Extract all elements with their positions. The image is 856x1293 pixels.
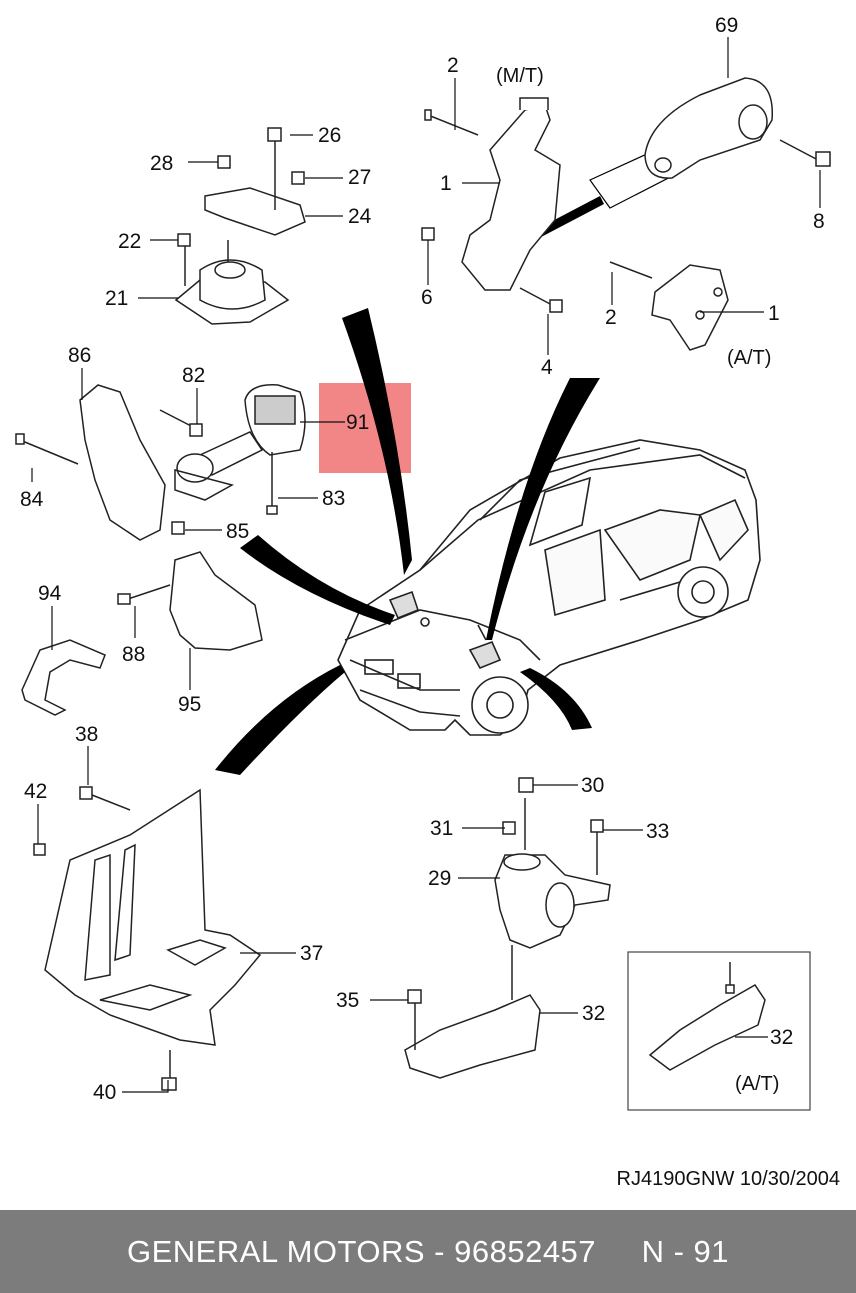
footer-bar bbox=[0, 1210, 856, 1293]
callout-69[interactable]: 69 bbox=[715, 14, 738, 37]
callout-88[interactable]: 88 bbox=[122, 643, 145, 666]
callout-85[interactable]: 85 bbox=[226, 520, 249, 543]
callout-8[interactable]: 8 bbox=[813, 210, 825, 233]
callout-82[interactable]: 82 bbox=[182, 364, 205, 387]
callout-2-at[interactable]: 2 bbox=[605, 306, 617, 329]
callout-1-mt[interactable]: 1 bbox=[440, 172, 452, 195]
label-at-top: (A/T) bbox=[727, 347, 771, 369]
document-code: RJ4190GNW 10/30/2004 bbox=[616, 1168, 840, 1190]
callout-1-at[interactable]: 1 bbox=[768, 302, 780, 325]
callout-28[interactable]: 28 bbox=[150, 152, 173, 175]
callout-labels: 69 2 (M/T) 1 8 6 4 2 1 (A/T) 26 28 27 24… bbox=[20, 14, 825, 1104]
callout-38[interactable]: 38 bbox=[75, 723, 98, 746]
callout-4[interactable]: 4 bbox=[541, 356, 553, 379]
callout-83[interactable]: 83 bbox=[322, 487, 345, 510]
callout-86[interactable]: 86 bbox=[68, 344, 91, 367]
callout-21[interactable]: 21 bbox=[105, 287, 128, 310]
callout-32-mt[interactable]: 32 bbox=[582, 1002, 605, 1025]
callout-32-at[interactable]: 32 bbox=[770, 1026, 793, 1049]
callout-27[interactable]: 27 bbox=[348, 166, 371, 189]
part-drawings bbox=[15, 77, 831, 1111]
callout-37[interactable]: 37 bbox=[300, 942, 323, 965]
callout-6[interactable]: 6 bbox=[421, 286, 433, 309]
callout-91[interactable]: 91 bbox=[346, 411, 369, 434]
footer-text: GENERAL MOTORS - 96852457 N - 91 bbox=[126, 1234, 730, 1269]
callout-33[interactable]: 33 bbox=[646, 820, 669, 843]
callout-35[interactable]: 35 bbox=[336, 989, 359, 1012]
callout-29[interactable]: 29 bbox=[428, 867, 451, 890]
callout-94[interactable]: 94 bbox=[38, 582, 62, 605]
car-illustration bbox=[337, 439, 761, 736]
callout-84[interactable]: 84 bbox=[20, 488, 44, 511]
label-at-bottom: (A/T) bbox=[735, 1073, 779, 1095]
callout-42[interactable]: 42 bbox=[24, 780, 47, 803]
callout-31[interactable]: 31 bbox=[430, 817, 453, 840]
pointer-wedges bbox=[215, 147, 681, 775]
callout-26[interactable]: 26 bbox=[318, 124, 341, 147]
callout-2-top[interactable]: 2 bbox=[447, 54, 459, 77]
callout-22[interactable]: 22 bbox=[118, 230, 141, 253]
leader-lines bbox=[31, 37, 821, 1093]
label-mt: (M/T) bbox=[496, 65, 544, 87]
callout-24[interactable]: 24 bbox=[348, 205, 372, 228]
callout-95[interactable]: 95 bbox=[178, 693, 201, 716]
callout-40[interactable]: 40 bbox=[93, 1081, 116, 1104]
callout-30[interactable]: 30 bbox=[581, 774, 604, 797]
